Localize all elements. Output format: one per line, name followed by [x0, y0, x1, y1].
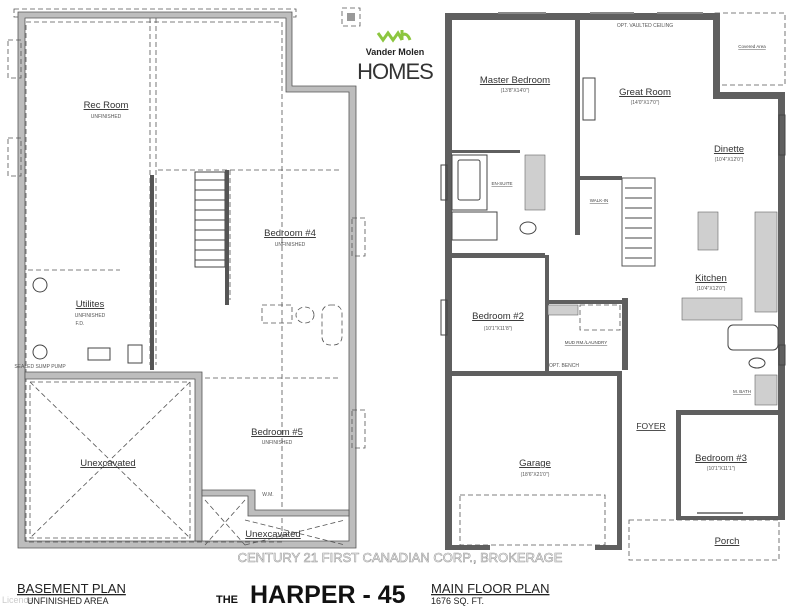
main-stairs [621, 177, 656, 267]
watermark: CENTURY 21 FIRST CANADIAN CORP., BROKERA… [238, 550, 563, 565]
room-label: Utilites [76, 299, 105, 310]
room-size: (10'4"X12'0") [697, 286, 726, 292]
room-label: Porch [715, 536, 740, 547]
vander-molen-logo: Vander Molen HOMES [357, 30, 434, 84]
room-size: (10'1"X11'8") [484, 326, 513, 332]
room-label: Bedroom #2 [472, 311, 524, 322]
room-note: UNFINISHED [75, 313, 106, 319]
room-label: Unexcavated [245, 529, 300, 540]
basement-plan: Rec Room UNFINISHED Utilites UNFINISHED … [7, 7, 366, 549]
note-label: WALK-IN [590, 198, 609, 203]
room-label: Kitchen [695, 273, 727, 284]
room-label: Garage [519, 458, 551, 469]
room-note: UNFINISHED [275, 242, 306, 248]
room-note: UNFINISHED [91, 114, 122, 120]
plan-title: HARPER - 45 [250, 581, 406, 607]
room-label: Bedroom #5 [251, 427, 303, 438]
fixture-label: W.M. [262, 492, 273, 498]
note-label: MUD RM./LAUNDRY [565, 340, 607, 345]
basement-subheading: UNFINISHED AREA [27, 596, 109, 606]
note-label: M. BATH [733, 389, 751, 394]
room-size: (10'4"X12'0") [715, 157, 744, 163]
room-label: Great Room [619, 87, 671, 98]
room-label: Master Bedroom [480, 75, 550, 86]
note-label: OPT. VAULTED CEILING [617, 23, 673, 29]
room-label: Dinette [714, 144, 744, 155]
logo-text-line2: HOMES [357, 59, 433, 84]
room-size: (13'8"X14'0") [501, 88, 530, 94]
room-label: Bedroom #4 [264, 228, 316, 239]
basement-stairs [194, 170, 229, 305]
note-label: Covered Area [738, 44, 766, 49]
main-floor-plan: OPT. VAULTED CEILING Covered Area Master… [440, 12, 786, 561]
note-label: OPT. BENCH [549, 363, 579, 369]
room-label: Rec Room [84, 100, 129, 111]
room-size: (14'0"X17'0") [631, 100, 660, 106]
main-floor-area: 1676 SQ. FT. [431, 596, 484, 606]
logo-text-line1: Vander Molen [366, 47, 425, 57]
room-label: Bedroom #3 [695, 453, 747, 464]
room-size: (10'1"X11'1") [707, 466, 736, 472]
room-label: FOYER [636, 421, 665, 431]
basement-heading: BASEMENT PLAN [17, 581, 126, 596]
fixture-label: SEALED SUMP PUMP [14, 364, 66, 370]
title-prefix: THE [216, 594, 238, 606]
room-note: UNFINISHED [262, 440, 293, 446]
room-size: (18'6"X21'0") [521, 472, 550, 478]
fixture-label: F.D. [76, 321, 85, 327]
main-floor-heading: MAIN FLOOR PLAN [431, 581, 549, 596]
note-label: EN-SUITE [491, 181, 512, 186]
licence-watermark: Licence [2, 595, 33, 605]
room-label: Unexcavated [80, 458, 135, 469]
